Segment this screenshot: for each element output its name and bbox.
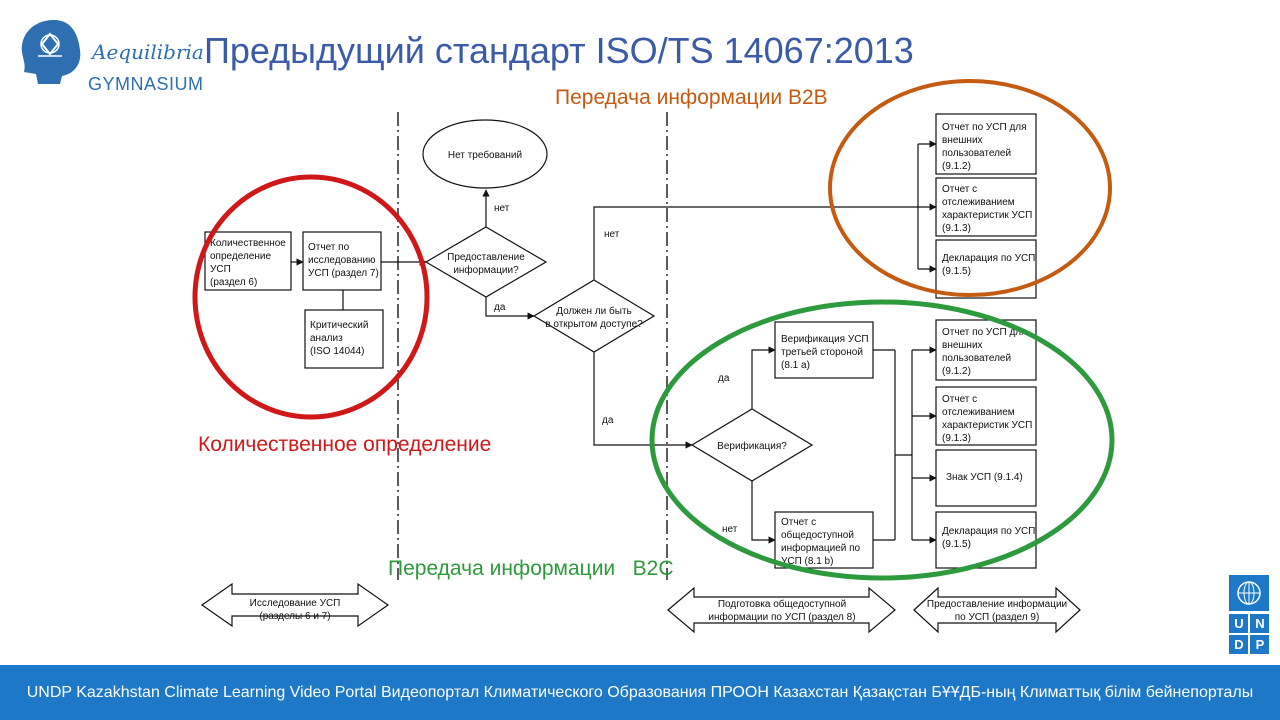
- logo-subtitle: GYMNASIUM: [88, 74, 204, 94]
- box-third-party-line: (8.1 a): [781, 360, 810, 371]
- box-declaration-top-line: (9.1.5): [942, 266, 971, 277]
- box-study-report-line: УСП (раздел 7): [308, 268, 379, 279]
- footer-text: UNDP Kazakhstan Climate Learning Video P…: [26, 683, 1254, 701]
- annotation-quantification: Количественное определение: [198, 433, 492, 456]
- edge-label-no: нет: [722, 524, 738, 535]
- box-declaration-bottom: Декларация по УСП (9.1.5): [935, 511, 1037, 569]
- node-no-requirements: Нет требований: [422, 119, 548, 189]
- undp-emblem-icon: [1229, 575, 1269, 654]
- footer-banner: UNDP Kazakhstan Climate Learning Video P…: [0, 665, 1280, 720]
- box-tracking-report-bottom: Отчет с отслеживанием характеристик УСП …: [935, 386, 1037, 446]
- undp-logo: U N D P: [1229, 575, 1269, 655]
- box-external-report-bottom-line: внешних: [942, 340, 983, 351]
- box-critical-review-line: Критический: [310, 320, 368, 331]
- box-study-report-line: исследованию: [308, 255, 376, 266]
- box-public-report-line: УСП (8.1 b): [781, 556, 833, 567]
- box-external-report-bottom-line: (9.1.2): [942, 366, 971, 377]
- annotation-b2c: Передача информации В2С: [388, 557, 674, 580]
- box-declaration-top-line: Декларация по УСП: [942, 253, 1035, 264]
- phase-arrow-study: Исследование УСП (разделы 6 и 7): [200, 582, 390, 628]
- box-tracking-report-top: Отчет с отслеживанием характеристик УСП …: [935, 177, 1037, 237]
- box-declaration-bottom-line: Декларация по УСП: [942, 526, 1035, 537]
- box-public-report-line: общедоступной: [781, 529, 854, 541]
- box-critical-review-line: (ISO 14044): [310, 346, 364, 357]
- box-external-report-top-line: пользователей: [942, 148, 1011, 159]
- box-tracking-report-top-line: Отчет с: [942, 184, 977, 195]
- phase-prep-line: Подготовка общедоступной: [718, 598, 846, 610]
- highlight-ellipse-orange: [828, 79, 1112, 297]
- box-external-report-top-line: Отчет по УСП для: [942, 122, 1027, 133]
- box-tracking-report-bottom-line: отслеживанием: [942, 407, 1015, 418]
- phase-provide-line: Предоставление информации: [927, 598, 1067, 610]
- phase-arrow-prep: Подготовка общедоступной информации по У…: [667, 586, 896, 634]
- decision-public-access: Должен ли быть в открытом доступе?: [532, 279, 656, 353]
- box-public-report-line: информацией по: [781, 542, 861, 554]
- box-public-report-line: Отчет с: [781, 517, 816, 528]
- box-tracking-report-bottom-line: Отчет с: [942, 394, 977, 405]
- box-quantification: Количественное определение УСП (раздел 6…: [204, 231, 292, 291]
- highlight-ellipse-red: [192, 174, 430, 420]
- annotation-b2b: Передача информации В2В: [555, 86, 828, 109]
- decision-verification-label: Верификация?: [717, 440, 787, 452]
- undp-letter: U: [1234, 616, 1244, 631]
- decision-provide-info-line: Предоставление: [447, 252, 525, 263]
- box-external-report-bottom-line: пользователей: [942, 353, 1011, 364]
- box-tracking-report-top-line: характеристик УСП: [942, 210, 1032, 221]
- box-quantification-line: определение: [210, 251, 271, 262]
- box-external-report-bottom-line: Отчет по УСП для: [942, 327, 1027, 338]
- phase-provide-line: по УСП (раздел 9): [955, 612, 1040, 623]
- decision-verification: Верификация?: [690, 408, 814, 482]
- decision-public-access-line: в открытом доступе?: [545, 319, 643, 330]
- box-third-party-verification: Верификация УСП третьей стороной (8.1 a): [774, 321, 874, 379]
- box-critical-review-line: анализ: [310, 333, 343, 344]
- box-third-party-line: Верификация УСП: [781, 333, 869, 345]
- box-external-report-top-line: внешних: [942, 135, 983, 146]
- slide-title: Предыдущий стандарт ISO/TS 14067:2013: [204, 30, 914, 71]
- connector-lines: [291, 140, 937, 544]
- phase-study-line: (разделы 6 и 7): [259, 611, 330, 622]
- box-study-report-line: Отчет по: [308, 242, 350, 253]
- undp-letter: D: [1234, 637, 1244, 652]
- node-no-requirements-label: Нет требований: [448, 149, 522, 161]
- box-label-mark-label: Знак УСП (9.1.4): [946, 472, 1023, 483]
- phase-prep-line: информации по УСП (раздел 8): [708, 611, 855, 623]
- edge-label-yes: да: [494, 302, 506, 313]
- highlight-ellipse-green: [649, 299, 1115, 581]
- edge-label-no: нет: [494, 203, 510, 214]
- box-external-report-top-line: (9.1.2): [942, 161, 971, 172]
- gymnasium-logo: Aequilibria GYMNASIUM: [14, 14, 204, 94]
- edge-label-no: нет: [604, 229, 620, 240]
- box-declaration-bottom-line: (9.1.5): [942, 539, 971, 550]
- box-label-mark: Знак УСП (9.1.4): [935, 449, 1037, 507]
- box-quantification-line: Количественное: [210, 238, 286, 249]
- head-profile-icon: [21, 20, 81, 84]
- edge-label-yes: да: [602, 415, 614, 426]
- logo-title: Aequilibria: [92, 40, 204, 64]
- undp-letter: P: [1255, 637, 1265, 652]
- edge-label-yes: да: [718, 373, 730, 384]
- box-quantification-line: УСП: [210, 264, 231, 275]
- box-study-report: Отчет по исследованию УСП (раздел 7): [302, 231, 382, 291]
- box-critical-review: Критический анализ (ISO 14044): [304, 309, 384, 369]
- box-third-party-line: третьей стороной: [781, 347, 863, 358]
- box-tracking-report-top-line: отслеживанием: [942, 197, 1015, 208]
- box-public-report: Отчет с общедоступной информацией по УСП…: [774, 511, 874, 569]
- phase-arrow-provide: Предоставление информации по УСП (раздел…: [913, 586, 1081, 634]
- box-tracking-report-top-line: (9.1.3): [942, 223, 971, 234]
- decision-provide-info-line: информации?: [453, 264, 519, 276]
- undp-letter: N: [1255, 616, 1265, 631]
- box-tracking-report-bottom-line: (9.1.3): [942, 433, 971, 444]
- decision-public-access-line: Должен ли быть: [556, 305, 632, 317]
- phase-study-line: Исследование УСП: [250, 598, 341, 609]
- box-tracking-report-bottom-line: характеристик УСП: [942, 420, 1032, 431]
- box-external-report-top: Отчет по УСП для внешних пользователей (…: [935, 113, 1037, 175]
- box-quantification-line: (раздел 6): [210, 277, 257, 288]
- decision-provide-info: Предоставление информации?: [424, 226, 548, 298]
